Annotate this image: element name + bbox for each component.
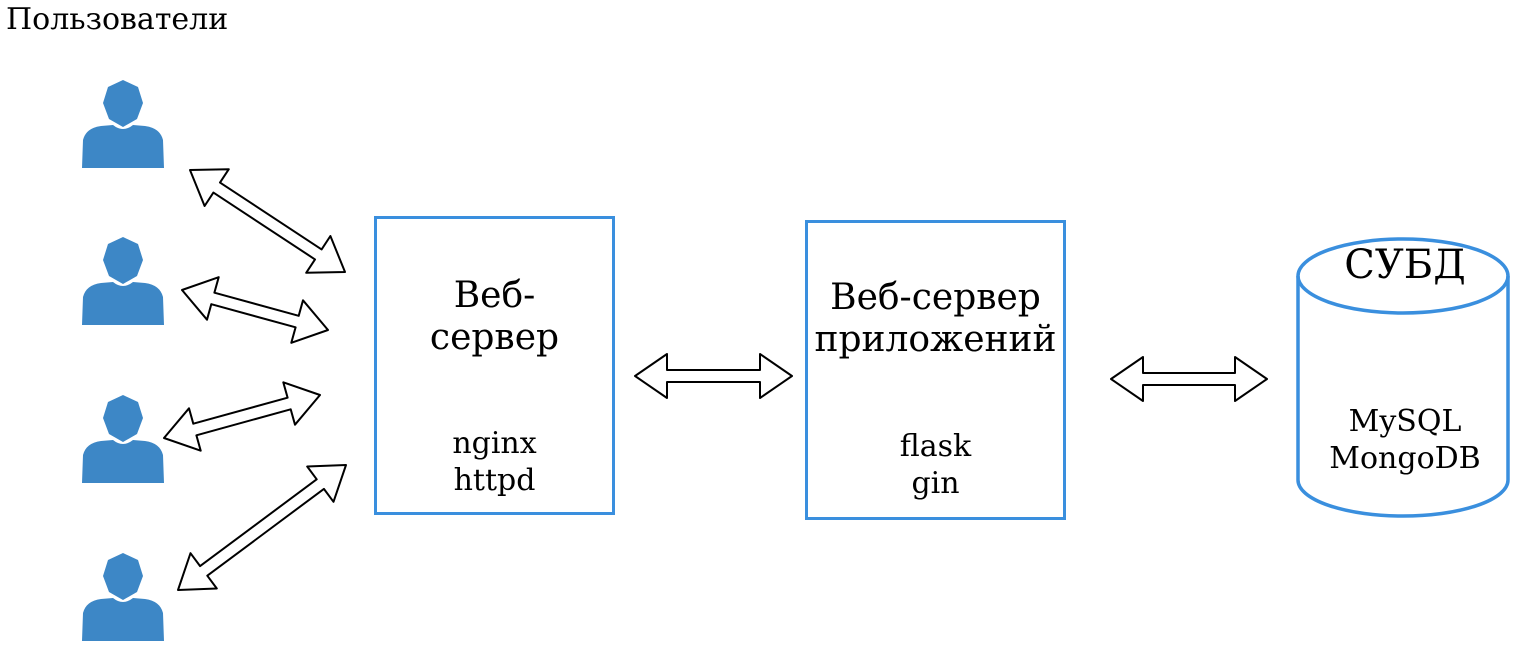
- user4-webserver-arrow: [177, 464, 347, 591]
- app-server-title-line1: Веб-сервер: [830, 277, 1041, 318]
- app-server-title: Веб-сервер приложений: [808, 277, 1063, 361]
- app-server-box: Веб-сервер приложений flask gin: [805, 220, 1066, 520]
- database-engine-list: MySQL MongoDB: [1300, 403, 1510, 477]
- web-server-box: Веб- сервер nginx httpd: [374, 216, 615, 515]
- user2-webserver-arrow: [181, 276, 329, 344]
- user3-webserver-arrow: [163, 381, 321, 452]
- web-server-tech-item: httpd: [453, 463, 536, 498]
- app-server-title-line2: приложений: [814, 319, 1057, 360]
- web-server-title-line2: сервер: [429, 317, 560, 358]
- app-server-tech-item: gin: [911, 466, 960, 501]
- database-title: СУБД: [1344, 242, 1466, 288]
- arrows-layer: [163, 168, 1268, 591]
- database-engine-item: MySQL: [1348, 404, 1462, 439]
- appserver-database-arrow: [1110, 356, 1268, 402]
- user-icon: [82, 80, 164, 168]
- users-group: [82, 80, 164, 641]
- web-server-title: Веб- сервер: [377, 275, 612, 359]
- webserver-appserver-arrow: [634, 353, 793, 399]
- users-label: Пользователи: [6, 2, 229, 37]
- user1-webserver-arrow: [189, 168, 346, 274]
- web-server-tech-list: nginx httpd: [377, 425, 612, 499]
- app-server-tech-list: flask gin: [808, 428, 1063, 502]
- user-icon: [82, 395, 164, 483]
- database-cylinder-icon: [1296, 237, 1510, 518]
- app-server-tech-item: flask: [899, 429, 972, 464]
- user-icon: [82, 237, 164, 325]
- web-server-tech-item: nginx: [452, 426, 537, 461]
- user-icon: [82, 553, 164, 641]
- web-server-title-line1: Веб-: [453, 275, 536, 316]
- database-engine-item: MongoDB: [1329, 441, 1481, 476]
